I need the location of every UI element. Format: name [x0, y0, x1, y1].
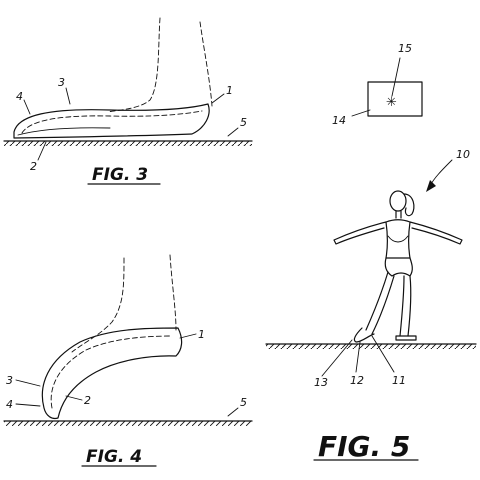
ref-label-3: 3 — [6, 374, 13, 387]
ref-label-15: 15 — [398, 42, 412, 55]
foot-outline — [71, 257, 125, 353]
ref-label-11: 11 — [392, 374, 406, 387]
ref-label-5: 5 — [240, 116, 247, 129]
ref-label-1: 1 — [198, 328, 205, 341]
ref-label-4: 4 — [6, 398, 13, 411]
ref-label-1: 1 — [226, 84, 233, 97]
fig4-leaders — [15, 333, 239, 417]
arrow-line — [429, 159, 453, 187]
figure-3: 3 4 1 2 5 FIG. 3 — [3, 17, 253, 185]
ref-label-13: 13 — [314, 376, 328, 389]
leg-outline-rear — [199, 21, 213, 107]
ground-surface — [265, 343, 477, 349]
ground-surface — [3, 140, 253, 146]
figure-4: 1 3 4 2 5 FIG. 4 — [3, 254, 253, 467]
ref-label-3: 3 — [58, 76, 65, 89]
ref-label-2: 2 — [84, 394, 91, 407]
figure-3-caption: FIG. 3 — [92, 165, 148, 185]
ref-label-14: 14 — [332, 114, 346, 127]
insole-inner-layer — [21, 110, 203, 134]
insole-lower-layer — [17, 127, 111, 136]
ground-surface — [3, 420, 253, 426]
sensor-star-icon: ✳ — [386, 95, 397, 110]
fig5-leaders — [321, 335, 395, 377]
leg-outline-rear — [169, 254, 177, 331]
person-figure — [333, 190, 463, 343]
insole — [41, 327, 183, 420]
ref-label-4: 4 — [16, 90, 23, 103]
ref-label-10: 10 — [456, 148, 470, 161]
fig3-leaders — [23, 87, 239, 161]
figure-4-caption: FIG. 4 — [86, 447, 142, 467]
insole — [13, 103, 210, 139]
foot-outline — [107, 17, 161, 113]
arrowhead-icon — [426, 180, 436, 192]
ref-label-5: 5 — [240, 396, 247, 409]
figure-5-caption: FIG. 5 — [318, 430, 410, 463]
ref-label-12: 12 — [350, 374, 364, 387]
figure-5: ✳ 15 14 10 — [265, 42, 477, 463]
ref-label-2: 2 — [30, 160, 37, 173]
insole-inner-layer — [50, 335, 173, 409]
